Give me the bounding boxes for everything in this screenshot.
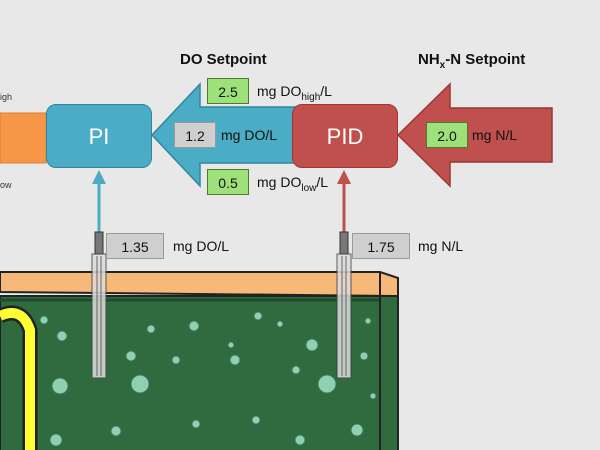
orange-output-bar [0, 112, 47, 164]
bubble [369, 392, 377, 400]
do-mid-unit: mg DO/L [221, 127, 278, 143]
nh-signal-arrowhead [337, 170, 351, 184]
bubble [39, 315, 49, 325]
bubble [291, 365, 301, 375]
do-sensor-unit: mg DO/L [173, 238, 230, 254]
nh-setpoint-arrow [396, 82, 553, 188]
bubble [359, 351, 369, 361]
do-high-unit-prefix: mg DO [257, 83, 302, 99]
do-low-unit-prefix: mg DO [257, 174, 302, 190]
bubble [56, 330, 68, 342]
bubble [305, 338, 319, 352]
probe-cap [94, 231, 104, 255]
bubble [364, 317, 372, 325]
bubble [51, 377, 69, 395]
probe-body [91, 253, 107, 379]
nh-sensor-value: 1.75 [352, 233, 410, 259]
bubble [171, 355, 181, 365]
do-probe [91, 231, 107, 379]
edge-label-low: ow [0, 180, 12, 190]
nh-setpoint-suffix: -N Setpoint [445, 51, 526, 68]
bubble [350, 423, 364, 437]
bubble [294, 434, 306, 446]
do-high-value[interactable]: 2.5 [207, 78, 249, 104]
bubble [191, 419, 201, 429]
bubble [229, 354, 241, 366]
air-bubbles [39, 311, 377, 447]
do-mid-value[interactable]: 1.2 [174, 122, 216, 148]
air-pipe-fill [0, 308, 35, 450]
nh-sensor-unit: mg N/L [418, 238, 464, 254]
do-setpoint-header: DO Setpoint [180, 51, 267, 68]
bubble [253, 311, 263, 321]
probe-body [336, 253, 352, 379]
nh-setpoint-sub: x [439, 60, 446, 71]
nh-setpoint-prefix: NH [418, 51, 440, 68]
probe-cap [339, 231, 349, 255]
nh-probe [336, 231, 352, 379]
do-signal-arrowhead [92, 170, 106, 184]
nh-setpoint-unit: mg N/L [472, 127, 518, 143]
pid-controller[interactable]: PID [292, 104, 398, 168]
bubble [130, 374, 150, 394]
pid-controller-label: PID [326, 124, 364, 149]
do-high-unit: mg DOhigh/L [257, 83, 332, 103]
bubble [110, 425, 122, 437]
do-low-unit: mg DOlow/L [257, 174, 328, 194]
edge-label-high: igh [0, 92, 13, 102]
bubble [276, 320, 284, 328]
bubble [49, 433, 63, 447]
bubble [251, 415, 261, 425]
bubble [317, 374, 337, 394]
bubble [146, 324, 156, 334]
pi-controller[interactable]: PI [46, 104, 152, 168]
do-low-value[interactable]: 0.5 [207, 169, 249, 195]
bubble [125, 350, 137, 362]
pi-controller-label: PI [88, 124, 110, 149]
bubble [227, 341, 235, 349]
do-high-unit-sub: high [301, 91, 321, 103]
nh-setpoint-value[interactable]: 2.0 [426, 122, 468, 148]
do-sensor-value: 1.35 [106, 233, 164, 259]
do-high-unit-suffix: /L [320, 83, 332, 99]
nh-setpoint-header: NHx-N Setpoint [418, 51, 525, 71]
do-low-unit-suffix: /L [316, 174, 329, 190]
bubble [188, 320, 200, 332]
do-low-unit-sub: low [301, 182, 317, 194]
